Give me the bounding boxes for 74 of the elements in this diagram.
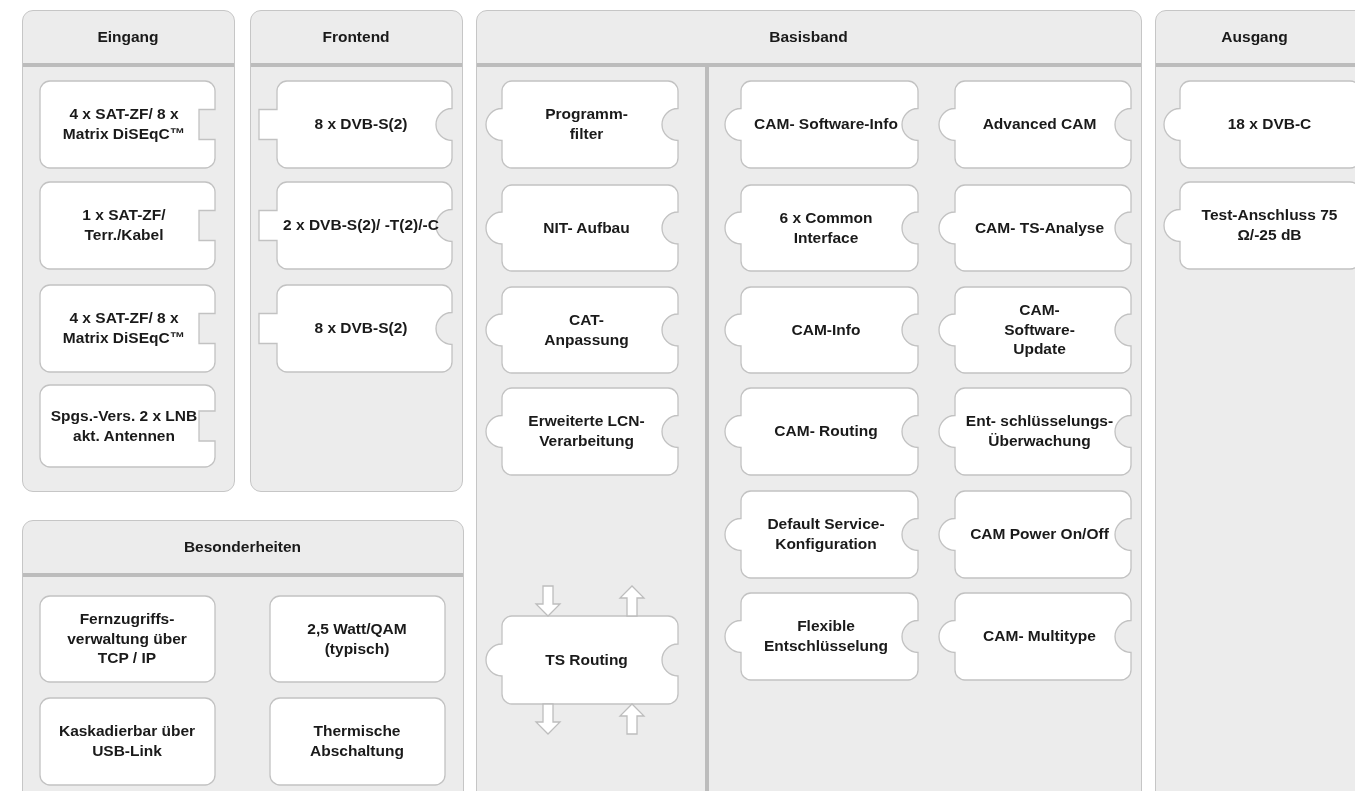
panel-heading: Besonderheiten [182,538,303,556]
puzzle-piece [39,284,215,372]
puzzle-piece [269,595,445,682]
puzzle-piece [936,592,1131,680]
box-label: 6 x Common Interface [778,207,874,248]
puzzle-piece [722,387,918,475]
puzzle-piece [39,697,215,785]
puzzle-piece [936,80,1131,168]
section-panel [250,10,463,492]
puzzle-piece [39,384,215,467]
puzzle-piece [483,387,678,475]
puzzle-piece [936,387,1131,475]
box-label: CAM- TS-Analyse [974,217,1105,238]
puzzle-piece [483,615,678,704]
box-label: Spgs.-Vers. 2 x LNB akt. Antennen [49,405,199,446]
panel-heading: Basisband [768,28,849,46]
box-label: Default Service- Konfiguration [766,514,886,554]
puzzle-piece [1161,80,1355,168]
panel-heading: Eingang [96,28,160,46]
arrow [534,585,562,617]
box-label: NIT- Aufbau [543,217,630,238]
puzzle-piece [258,284,452,372]
box-label: Flexible Entschlüsselung [763,616,889,656]
box-label: Fernzugriffs- verwaltung über TCP / IP [66,608,188,669]
box-label: Kaskadierbar über USB-Link [57,721,197,761]
box-label: Advanced CAM [982,114,1097,134]
puzzle-piece [258,80,452,168]
box-label: Erweiterte LCN- Verarbeitung [527,411,646,451]
puzzle-piece [39,80,215,168]
puzzle-piece [722,490,918,578]
box-label: CAM-Info [791,319,861,340]
puzzle-piece [269,697,445,785]
box-label: 1 x SAT-ZF/ Terr./Kabel [81,205,167,245]
section-panel [1155,10,1355,791]
puzzle-piece [483,80,678,168]
section-panel [22,520,464,791]
box-label: 4 x SAT-ZF/ 8 x Matrix DiSEqC™ [61,308,187,348]
puzzle-piece [936,286,1131,373]
puzzle-piece [258,181,452,269]
puzzle-piece [39,181,215,269]
box-label: Test-Anschluss 75 Ω/-25 dB [1200,205,1339,245]
puzzle-piece [483,184,678,271]
box-label: CAM- Multitype [983,626,1096,646]
puzzle-piece [483,286,678,373]
box-label: Ent- schlüsselungs- Überwachung [964,411,1115,451]
box-label: CAM- Software- Update [1003,299,1076,360]
box-label: 2 x DVB-S(2)/ -T(2)/-C [283,215,439,235]
puzzle-piece [936,184,1131,271]
box-label: CAM- Routing [774,421,878,441]
box-label: 2,5 Watt/QAM (typisch) [306,618,408,659]
section-panel [476,10,1142,791]
box-label: Programm- filter [544,104,629,144]
box-label: CAM Power On/Off [970,524,1109,544]
box-label: TS Routing [545,649,628,670]
box-label: 8 x DVB-S(2) [314,318,408,338]
puzzle-piece [1161,181,1355,269]
puzzle-piece [722,286,918,373]
arrow [534,703,562,735]
puzzle-piece [39,595,215,682]
box-label: 8 x DVB-S(2) [314,114,408,134]
puzzle-piece [936,490,1131,578]
arrow [618,703,646,735]
box-label: Thermische Abschaltung [309,721,405,761]
arrow [618,585,646,617]
box-label: 18 x DVB-C [1227,114,1312,134]
puzzle-piece [722,592,918,680]
box-label: 4 x SAT-ZF/ 8 x Matrix DiSEqC™ [61,104,187,144]
panel-heading: Ausgang [1220,28,1289,46]
puzzle-piece [722,80,918,168]
box-label: CAM- Software-Info [754,114,898,134]
puzzle-piece [722,184,918,271]
box-label: CAT- Anpassung [543,309,630,350]
panel-heading: Frontend [321,28,391,46]
section-panel [22,10,235,492]
